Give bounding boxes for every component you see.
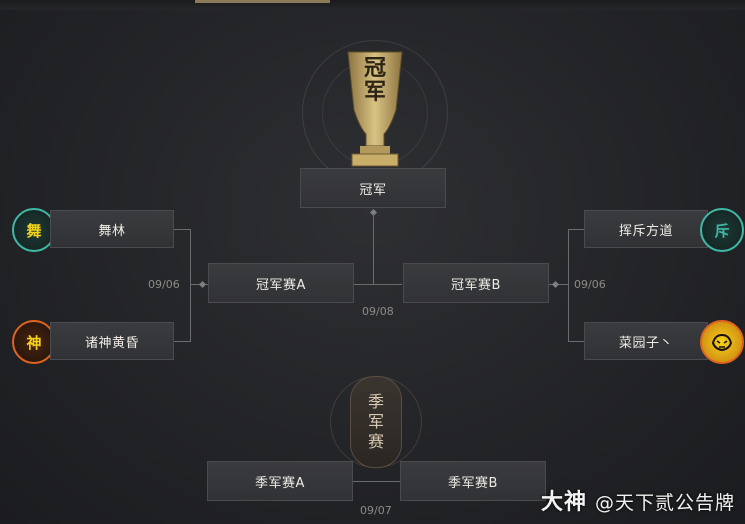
team-emblem-right-top: 斥 [700,208,744,252]
right-bracket-bottom-h [568,341,584,342]
left-bracket-node [198,280,207,289]
trophy-icon [347,51,403,167]
third-place-b-slot[interactable]: 季军赛B [400,461,546,501]
tiger-icon [711,333,733,352]
watermark: 大神 @天下贰公告牌 [541,484,735,516]
champion-slot[interactable]: 冠军 [300,168,446,208]
emblem-glyph: 斥 [714,221,730,240]
top-bar [0,0,745,10]
watermark-brand: 大神 [540,490,587,515]
right-semi-date: 09/06 [574,278,606,291]
third-place-emblem-line2: 军 [367,412,384,431]
final-connector [354,284,402,285]
final-a-slot[interactable]: 冠军赛A [208,263,354,303]
team-name: 挥斥方道 [618,223,673,239]
left-semi-date: 09/06 [148,278,180,291]
third-place-date: 09/07 [360,504,392,517]
team-name: 舞林 [98,223,126,239]
third-place-b-label: 季军赛B [448,475,498,491]
third-place-emblem-line3: 赛 [367,432,384,451]
active-tab-indicator [195,0,330,3]
left-bracket-bottom-h [174,341,190,342]
champion-label: 冠军 [359,182,387,198]
third-place-a-label: 季军赛A [255,475,305,491]
emblem-glyph: 神 [26,333,42,352]
third-place-a-slot[interactable]: 季军赛A [207,461,353,501]
trophy-text-line1: 冠 [363,55,386,81]
right-bracket-top-h [568,229,584,230]
third-place-emblem: 季 军 赛 [350,376,402,468]
champion-connector [373,214,374,284]
watermark-handle: @天下贰公告牌 [594,492,735,514]
team-slot-right-top[interactable]: 挥斥方道 [584,210,708,248]
team-emblem-left-top: 舞 [12,208,56,252]
team-name: 诸神黄昏 [84,335,139,351]
emblem-glyph: 舞 [26,221,42,240]
third-place-connector [353,481,400,482]
team-emblem-right-bottom-tiger-icon [700,320,744,364]
left-bracket-v [190,229,191,342]
team-slot-left-top[interactable]: 舞林 [50,210,174,248]
final-b-slot[interactable]: 冠军赛B [403,263,549,303]
team-name: 菜园子丶 [618,335,673,351]
final-a-label: 冠军赛A [256,277,306,293]
trophy-text: 冠 军 [352,56,398,104]
right-bracket-node [551,280,560,289]
team-slot-right-bottom[interactable]: 菜园子丶 [584,322,708,360]
right-bracket-v [568,229,569,342]
team-slot-left-bottom[interactable]: 诸神黄昏 [50,322,174,360]
left-bracket-top-h [174,229,190,230]
trophy-text-line2: 军 [363,79,386,105]
final-b-label: 冠军赛B [451,277,501,293]
final-date: 09/08 [362,305,394,318]
third-place-emblem-line1: 季 [367,392,384,411]
